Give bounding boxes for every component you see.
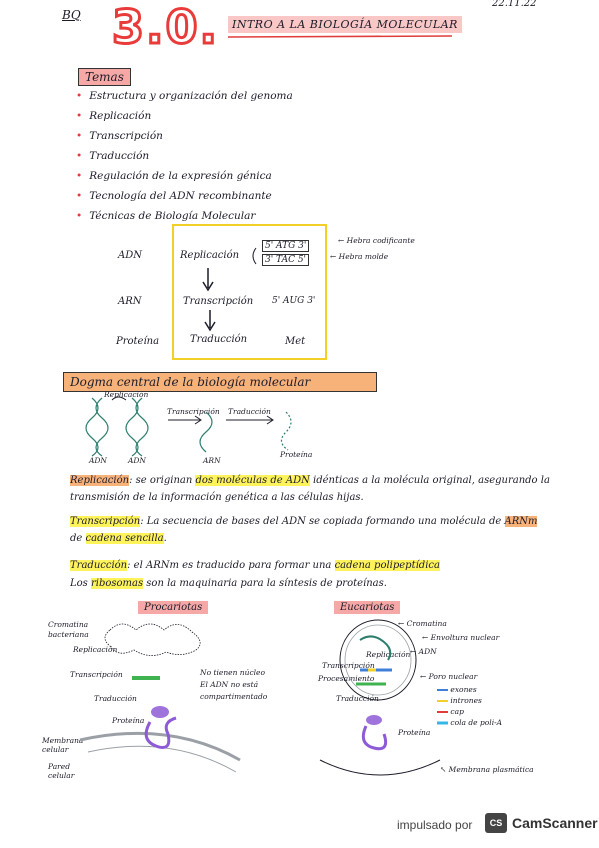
dogma-label-traduccion: Traducción (228, 407, 271, 416)
bacterial-wall (87, 745, 237, 773)
dogma-label-replicacion: Replicación (104, 390, 149, 399)
seq-template: 3' TAC 5' (262, 254, 310, 266)
euc-label-traduccion: Traducción (336, 694, 379, 703)
label-proteina: Proteína (116, 336, 160, 347)
topic-item: Replicación (76, 106, 293, 126)
label-arn: ARN (118, 296, 142, 307)
plasma-membrane (319, 759, 441, 776)
bacterial-chromatin (104, 623, 201, 656)
topic-item: Traducción (76, 146, 293, 166)
dogma-label-adn: ADN (89, 456, 107, 465)
title-underline (227, 35, 453, 38)
process-traduccion: Traducción (190, 334, 248, 345)
pro-label-cromatina: Cromatina bacteriana (48, 620, 89, 639)
page-title: INTRO A LA BIOLOGÍA MOLECULAR (228, 16, 462, 33)
legend-item: exones (450, 685, 477, 694)
euc-label-membrana: ↖ Membrana plasmática (440, 765, 534, 774)
pro-label-proteina: Proteína (112, 716, 145, 725)
euc-label-procesamiento: Procesamiento (318, 674, 375, 683)
pro-label-pared: Pared celular (48, 762, 75, 780)
pro-label-transcripcion: Transcripción (70, 670, 123, 679)
page-code: BQ (62, 8, 81, 22)
note-template-strand: ← Hebra molde (330, 252, 389, 261)
legend-item: cap (450, 707, 464, 716)
eucariotas-title: Eucariotas (334, 601, 401, 614)
topic-item: Técnicas de Biología Molecular (76, 206, 293, 226)
dogma-label-arn: ARN (203, 456, 221, 465)
dogma-label-proteina: Proteína (280, 450, 313, 459)
pro-label-membrana: Membrana celular (42, 736, 84, 754)
euc-legend: exones intrones cap cola de poli-A (436, 684, 502, 728)
euc-label-replicacion: Replicación (366, 650, 411, 659)
camscanner-logo-icon: CS (485, 813, 507, 833)
process-replicacion: Replicación (180, 250, 240, 261)
lesson-number: 3.0. (111, 0, 219, 56)
page-date: 22.11.22 (492, 0, 537, 9)
legend-item: cola de poli-A (450, 718, 503, 727)
definition-transcripcion: Transcripción: La secuencia de bases del… (70, 516, 538, 544)
definition-traduccion: Traducción: el ARNm es traducido para fo… (70, 560, 440, 571)
topic-item: Estructura y organización del genoma (76, 86, 293, 106)
protein-icon (144, 716, 177, 749)
topic-item: Tecnología del ADN recombinante (76, 186, 293, 206)
dogma-label-transcripcion: Transcripción (167, 407, 220, 416)
note-coding-strand: ← Hebra codificante (338, 236, 415, 245)
definition-replicacion: Replicación: se originan dos moléculas d… (70, 475, 550, 503)
nucleus (339, 619, 417, 701)
topic-item: Transcripción (76, 126, 293, 146)
topics-list: Estructura y organización del genoma Rep… (76, 86, 293, 226)
pro-notes: No tienen núcleo El ADN no está comparti… (200, 668, 268, 701)
euc-label-cromatina: ← Cromatina (398, 619, 447, 628)
ribosome-icon (151, 706, 169, 718)
nucleus-inner (344, 624, 412, 696)
seq-mrna: 5' AUG 3' (272, 296, 316, 306)
pro-label-replicacion: Replicación (73, 645, 118, 654)
arrow-right-icon (226, 415, 274, 425)
euc-label-envoltura: ← Envoltura nuclear (422, 633, 500, 642)
rna-strand-icon (199, 411, 213, 453)
pro-label-traduccion: Traducción (94, 694, 137, 703)
dna-helix-icon (125, 397, 149, 457)
dogma-label-adn: ADN (128, 456, 146, 465)
label-adn: ADN (118, 250, 142, 261)
topic-item: Regulación de la expresión génica (76, 166, 293, 186)
euc-label-proteina: Proteína (398, 728, 431, 737)
protein-icon (361, 725, 388, 751)
euc-label-poro: ← Poro nuclear (420, 672, 478, 681)
dna-helix-icon (85, 397, 109, 457)
seq-met: Met (285, 336, 306, 347)
process-transcripcion: Transcripción (183, 296, 254, 307)
protein-chain-icon (280, 411, 292, 451)
footer-powered: impulsado por (397, 818, 473, 832)
arrow-right-icon (168, 415, 202, 425)
camscanner-brand: CamScanner (512, 815, 598, 831)
bacterial-membrane (79, 731, 241, 762)
temas-heading: Temas (78, 68, 131, 86)
legend-item: intrones (450, 696, 482, 705)
ribosome-icon (366, 715, 382, 725)
definition-ribosomas: Los ribosomas son la maquinaria para la … (70, 578, 387, 589)
dogma-box (172, 224, 327, 360)
seq-coding: 5' ATG 3' (262, 240, 310, 252)
procariotas-title: Procariotas (138, 601, 209, 614)
dogma-heading: Dogma central de la biología molecular (63, 372, 377, 392)
euc-label-adn: ← ADN (410, 647, 437, 656)
euc-label-transcripcion: Transcripción (322, 661, 375, 670)
